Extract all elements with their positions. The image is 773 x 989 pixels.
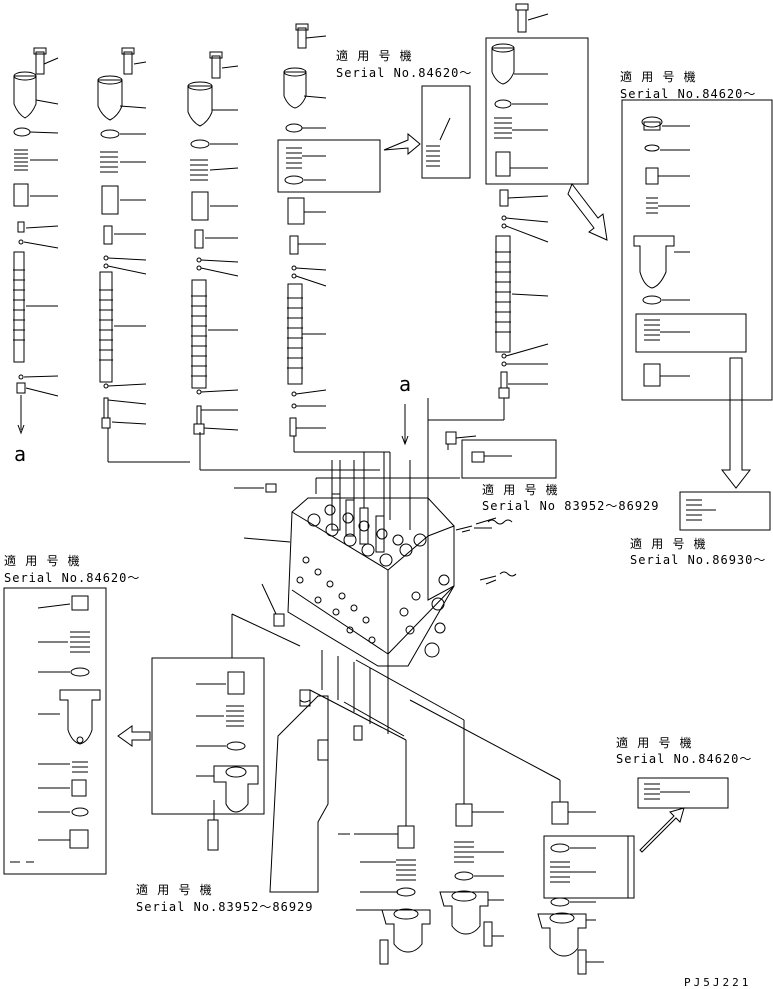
serial-callout-mid-right bbox=[679, 491, 771, 531]
callout-bottom-center-serial: Serial No.83952～86929 bbox=[136, 900, 314, 914]
valve-column-5 bbox=[485, 3, 589, 399]
callout-top-right-serial: Serial No.84620～ bbox=[620, 87, 757, 101]
main-valve-body bbox=[107, 398, 557, 676]
callout-top-center-serial: Serial No.84620～ bbox=[336, 66, 473, 80]
callout-top-right-applicable: 適 用 号 機 bbox=[620, 70, 697, 84]
callout-bottom-center-applicable: 適 用 号 機 bbox=[136, 883, 213, 897]
callout-mid-right-applicable: 適 用 号 機 bbox=[630, 537, 707, 551]
callout-left-applicable: 適 用 号 機 bbox=[4, 554, 81, 568]
drawing-code: PJ5J221 bbox=[684, 976, 752, 989]
view-marker-a-left: a bbox=[14, 442, 27, 466]
callout-mid-right-serial: Serial No.86930～ bbox=[630, 553, 767, 567]
serial-callout-top-right bbox=[567, 99, 773, 489]
callout-top-center-applicable: 適 用 号 機 bbox=[336, 49, 413, 63]
callout-bottom-right-serial: Serial No.84620～ bbox=[616, 752, 753, 766]
callout-left-serial: Serial No.84620～ bbox=[4, 571, 141, 585]
callout-bottom-right-applicable: 適 用 号 機 bbox=[616, 736, 693, 750]
valve-column-1 bbox=[13, 47, 59, 435]
callout-mid-center-applicable: 適 用 号 機 bbox=[482, 483, 559, 497]
valve-column-3 bbox=[187, 51, 239, 435]
valve-column-2 bbox=[97, 47, 147, 429]
bottom-parts bbox=[269, 650, 729, 975]
callout-mid-center-serial: Serial No 83952～86929 bbox=[482, 499, 660, 513]
serial-callout-top-center bbox=[383, 85, 471, 179]
valve-column-4 bbox=[277, 23, 381, 437]
view-marker-a-center: a bbox=[399, 372, 412, 396]
serial-callout-left bbox=[3, 587, 301, 875]
view-a-arrows bbox=[401, 404, 409, 446]
